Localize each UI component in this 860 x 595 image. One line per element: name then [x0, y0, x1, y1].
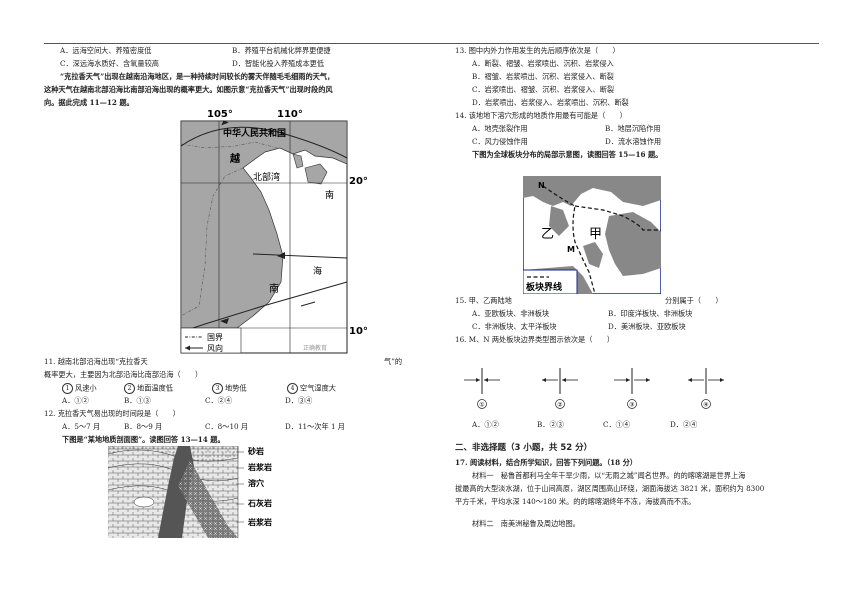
label-yue: 越	[229, 152, 241, 165]
geo-label-limestone: 石灰岩	[247, 498, 272, 508]
intro-11-12-line2: 这种天气在越南北部沿海比南部沿海出现的概率更大。如图示意“克拉香天气”出现时段的…	[44, 85, 333, 94]
intro-11-12-line1: “克拉香天气”出现在越南沿海地区，是一种持续时间较长的雾天伴随毛毛细雨的天气，	[60, 72, 335, 81]
boundary-diagram-4: ④	[686, 368, 726, 412]
q11-line1: 11. 越南北部沿海出现“克拉香天	[44, 357, 148, 366]
label-china: 中华人民共和国	[223, 127, 286, 139]
q15-option-d: D．美洲板块、亚欧板块	[608, 322, 686, 331]
label-yi: 乙	[541, 227, 554, 242]
material1-line1: 材料一 秘鲁首都利马全年干旱少雨，以“无雨之城”闻名世界。的的喀喀湖是世界上海	[472, 471, 746, 480]
q11-quote-tail: 气”的	[384, 357, 403, 366]
svg-text:④: ④	[703, 402, 708, 409]
q14-option-c: C．风力侵蚀作用	[472, 137, 528, 146]
label-nan-2: 南	[269, 282, 279, 295]
q12-option-a: A．5～7 月	[62, 422, 101, 431]
q14-option-a: A．地壳张裂作用	[472, 124, 528, 133]
q11-option-b: B．①③	[124, 396, 151, 405]
q16-option-c: C．①④	[603, 420, 631, 429]
q10-option-a: A．远海空间大、养殖密度低	[60, 46, 152, 55]
svg-text:③: ③	[629, 402, 634, 409]
legend-plate-boundary: 板块界线	[526, 281, 562, 293]
geo-label-cave: 溶穴	[248, 478, 264, 488]
plate-map: N M 乙 甲 板块界线	[523, 176, 661, 294]
q15-stem-b: 分别属于（ ）	[665, 296, 723, 305]
map-watermark: 正确教育	[303, 344, 327, 352]
q13-option-d: D．岩浆喷出、岩浆侵入、岩浆喷出、沉积、断裂	[472, 98, 629, 107]
intro-11-12-line3: 向。据此完成 11—12 题。	[44, 98, 134, 107]
q12-option-d: D．11～次年 1 月	[285, 422, 345, 431]
label-n: N	[538, 181, 545, 190]
q12-option-b: B．8～9 月	[124, 422, 163, 431]
label-nan-sea-1: 南	[325, 189, 334, 201]
lat-10-label: 10°	[349, 326, 368, 337]
lat-20-label: 20°	[349, 176, 368, 187]
material2: 材料二 南美洲秘鲁及周边地图。	[472, 519, 580, 528]
q13-option-b: B．褶皱、岩浆喷出、沉积、岩浆侵入、断裂	[472, 72, 614, 81]
q11-option-c: C．②④	[205, 396, 233, 405]
q13-option-a: A．断裂、褶皱、岩浆喷出、沉积、岩浆侵入	[472, 59, 614, 68]
label-hai: 海	[313, 265, 322, 277]
q12-option-c: C．8～10 月	[205, 422, 249, 431]
q12-stem: 12. 克拉香天气易出现的时间段是（ ）	[44, 409, 180, 418]
label-m: M	[567, 245, 575, 254]
q13-stem: 13. 图中内外力作用发生的先后顺序依次是（ ）	[455, 46, 620, 55]
svg-text:①: ①	[479, 402, 484, 409]
q17-stem: 17. 阅读材料，结合所学知识，回答下列问题。（18 分）	[455, 458, 638, 467]
svg-text:②: ②	[557, 402, 562, 409]
q11-option-a: A．①②	[62, 396, 89, 405]
section-2-heading: 二、非选择题（3 小题，共 52 分）	[455, 443, 593, 453]
header-rule	[44, 43, 819, 44]
q16-option-a: A．①②	[472, 420, 499, 429]
boundary-diagram-2: ②	[540, 368, 580, 412]
q14-option-d: D．流水溶蚀作用	[605, 137, 662, 146]
intro-13-14: 下图是“某地地质剖面图”。读图回答 13—14 题。	[62, 435, 225, 444]
q10-option-d: D．智能化投入养殖成本更低	[232, 59, 325, 68]
boundary-diagram-1: ①	[462, 368, 502, 412]
intro-15-16: 下图为全球板块分布的局部示意图，读图回答 15—16 题。	[472, 150, 663, 159]
q13-option-c: C．岩浆喷出、褶皱、沉积、岩浆侵入、断裂	[472, 85, 615, 94]
label-jia: 甲	[589, 227, 602, 242]
q11-option-d: D．③④	[285, 396, 313, 405]
q14-option-b: B．地层沉陷作用	[605, 124, 661, 133]
q16-option-b: B．②③	[537, 420, 564, 429]
q15-option-c: C．非洲板块、太平洋板块	[472, 322, 557, 331]
label-gulf: 北部湾	[253, 171, 280, 183]
geologic-section: 砂岩 岩浆岩 溶穴 石灰岩 岩浆岩	[108, 446, 298, 538]
lon-105-label: 105°	[207, 109, 233, 120]
vietnam-wind-map: 105° 110° 中华人民共和国 越 北部湾 20° 南 海 南 10°	[165, 106, 370, 356]
q16-stem: 16. M、N 两处板块边界类型图示依次是（ ）	[455, 335, 615, 344]
q14-stem: 14. 该地地下溶穴形成的地质作用最有可能是（ ）	[455, 111, 627, 120]
lon-110-label: 110°	[277, 109, 303, 120]
geo-label-magma-2: 岩浆岩	[247, 517, 272, 527]
material1-line2: 拔最高的大型淡水湖，位于山间高原，湖区周围高山环绕，湖面海拔达 3821 米，面…	[455, 484, 765, 493]
geo-label-magma-1: 岩浆岩	[247, 462, 272, 472]
q15-stem-a: 15. 甲、乙两陆地	[455, 296, 512, 305]
q15-option-b: B．印度洋板块、非洲板块	[608, 309, 693, 318]
q11-line2: 概率更大，主要因为北部沿海比南部沿海（ ）	[44, 370, 203, 379]
boundary-diagram-3: ③	[612, 368, 652, 412]
legend-wind: 风向	[207, 343, 223, 353]
geo-label-sandstone: 砂岩	[247, 446, 264, 456]
material1-line3: 平方千米，平均水深 140～180 米。的的喀喀湖终年不冻，海拔高而不冻。	[455, 497, 696, 506]
q16-option-d: D．②④	[670, 420, 698, 429]
legend-border: 国界	[207, 333, 223, 342]
q10-option-b: B．养殖平台机械化弊界更便捷	[232, 46, 331, 55]
q10-option-c: C．深远海水质好、含氧量较高	[60, 59, 159, 68]
q15-option-a: A．亚欧板块、非洲板块	[472, 309, 550, 318]
